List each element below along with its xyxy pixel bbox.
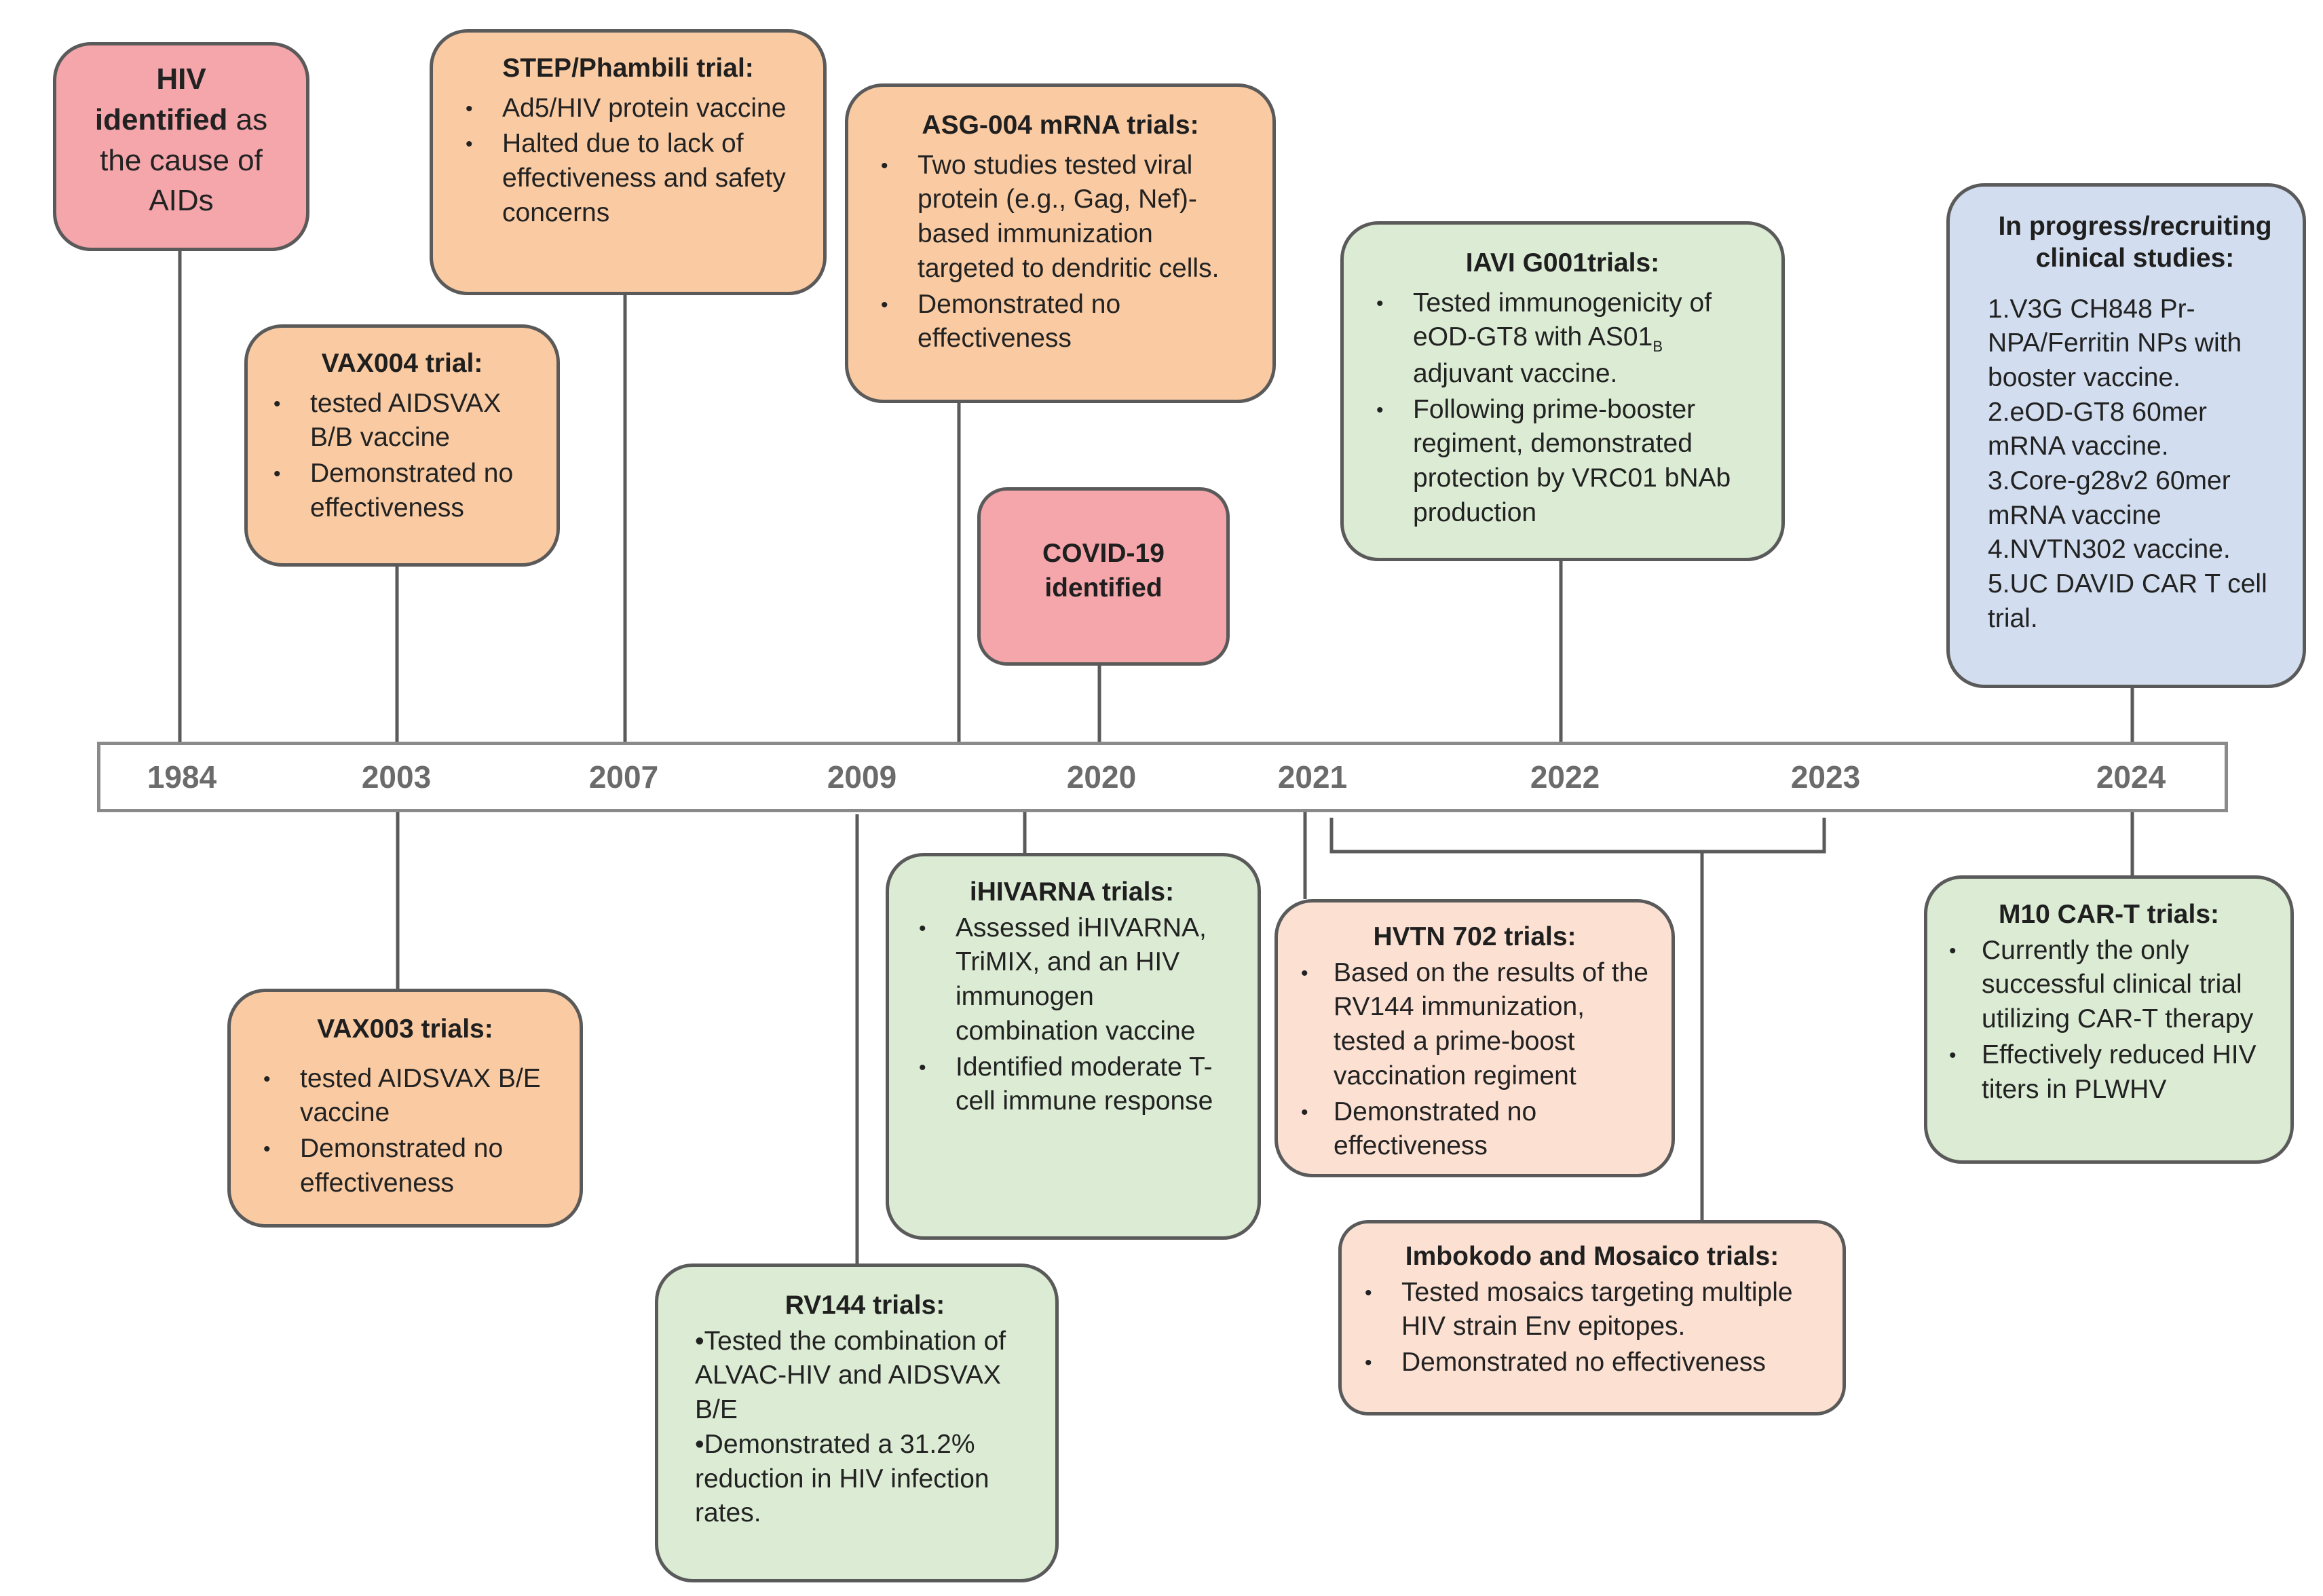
vax004-bullet-2: Demonstrated no effectiveness bbox=[264, 457, 540, 525]
asg004-bullet-1: Two studies tested viral protein (e.g., … bbox=[871, 149, 1249, 286]
asg004-bullets: Two studies tested viral protein (e.g., … bbox=[871, 149, 1249, 356]
hiv-identified-line2-rest: as bbox=[227, 102, 268, 136]
timeline-bar bbox=[97, 742, 2228, 812]
year-2009: 2009 bbox=[827, 759, 897, 795]
iavi-g001-bullet-1: Tested immunogenicity of eOD-GT8 with AS… bbox=[1367, 286, 1758, 392]
hiv-identified-line2-bold: identified bbox=[94, 102, 228, 136]
m10-car-t-bullet-2: Effectively reduced HIV titers in PLWHV bbox=[1940, 1038, 2278, 1107]
covid-line2: identified bbox=[1044, 573, 1163, 603]
ihivarna-bullet-1: Assessed iHIVARNA, TriMIX, and an HIV im… bbox=[909, 911, 1234, 1049]
rv144-box: RV144 trials: •Tested the combination of… bbox=[655, 1264, 1059, 1582]
asg004-title: ASG-004 mRNA trials: bbox=[922, 111, 1199, 140]
in-progress-item-5: 5.UC DAVID CAR T cell trial. bbox=[1988, 569, 2267, 633]
hvtn702-bullet-2: Demonstrated no effectiveness bbox=[1291, 1095, 1658, 1164]
imbokodo-mosaico-bullets: Tested mosaics targeting multiple HIV st… bbox=[1355, 1276, 1829, 1380]
ihivarna-bullet-2: Identified moderate T-cell immune respon… bbox=[909, 1050, 1234, 1119]
m10-car-t-title: M10 CAR-T trials: bbox=[1998, 900, 2220, 929]
asg004-box: ASG-004 mRNA trials: Two studies tested … bbox=[845, 83, 1276, 403]
hiv-identified-line3: the cause of bbox=[100, 143, 263, 177]
step-phambili-box: STEP/Phambili trial: Ad5/HIV protein vac… bbox=[430, 29, 827, 295]
iavi-g001-bullets: Tested immunogenicity of eOD-GT8 with AS… bbox=[1367, 286, 1758, 531]
imbokodo-mosaico-box: Imbokodo and Mosaico trials: Tested mosa… bbox=[1338, 1220, 1846, 1416]
ihivarna-bullets: Assessed iHIVARNA, TriMIX, and an HIV im… bbox=[909, 911, 1234, 1119]
vax003-bullet-1: tested AIDSVAX B/E vaccine bbox=[254, 1062, 556, 1130]
iavi-g001-bullet-1-sub: B bbox=[1652, 338, 1663, 356]
hiv-identified-line4: AIDs bbox=[149, 184, 214, 218]
step-phambili-bullet-2: Halted due to lack of effectiveness and … bbox=[456, 127, 800, 230]
asg004-bullet-2: Demonstrated no effectiveness bbox=[871, 288, 1249, 356]
year-2020: 2020 bbox=[1066, 759, 1137, 795]
in-progress-title: In progress/recruiting clinical studies: bbox=[1998, 212, 2272, 273]
hvtn702-title: HVTN 702 trials: bbox=[1373, 922, 1576, 951]
year-2021: 2021 bbox=[1277, 759, 1348, 795]
vax004-title: VAX004 trial: bbox=[321, 349, 483, 378]
covid-line1: COVID-19 bbox=[1042, 539, 1165, 568]
hiv-identified-box: HIV identified as the cause of AIDs bbox=[53, 42, 309, 251]
iavi-g001-bullet-1-text: Tested immunogenicity of eOD-GT8 with AS… bbox=[1413, 288, 1712, 352]
year-2024: 2024 bbox=[2096, 759, 2166, 795]
in-progress-item-1: 1.V3G CH848 Pr-NPA/Ferritin NPs with boo… bbox=[1988, 294, 2242, 392]
vax004-box: VAX004 trial: tested AIDSVAX B/B vaccine… bbox=[244, 324, 560, 567]
iavi-g001-bullet-2: Following prime-booster regiment, demons… bbox=[1367, 393, 1758, 531]
vax003-box: VAX003 trials: tested AIDSVAX B/E vaccin… bbox=[227, 989, 583, 1228]
iavi-g001-title: IAVI G001trials: bbox=[1465, 248, 1660, 278]
ihivarna-title: iHIVARNA trials: bbox=[969, 877, 1175, 907]
year-2022: 2022 bbox=[1530, 759, 1600, 795]
rv144-line-2: •Demonstrated a 31.2% reduction in HIV i… bbox=[695, 1429, 989, 1528]
vax003-bullets: tested AIDSVAX B/E vaccine Demonstrated … bbox=[254, 1062, 556, 1201]
rv144-title: RV144 trials: bbox=[785, 1291, 945, 1320]
iavi-g001-bullet-1-end: adjuvant vaccine. bbox=[1413, 358, 1618, 388]
in-progress-item-2: 2.eOD-GT8 60mer mRNA vaccine. bbox=[1988, 397, 2207, 461]
hiv-identified-line1: HIV bbox=[156, 62, 206, 96]
vax003-title: VAX003 trials: bbox=[317, 1014, 493, 1044]
year-1984: 1984 bbox=[147, 759, 217, 795]
step-phambili-bullet-1: Ad5/HIV protein vaccine bbox=[456, 92, 800, 126]
imbokodo-mosaico-bullet-1: Tested mosaics targeting multiple HIV st… bbox=[1355, 1276, 1829, 1344]
vax004-bullets: tested AIDSVAX B/B vaccine Demonstrated … bbox=[264, 387, 540, 526]
vax004-bullet-1: tested AIDSVAX B/B vaccine bbox=[264, 387, 540, 455]
m10-car-t-box: M10 CAR-T trials: Currently the only suc… bbox=[1924, 875, 2294, 1164]
hiv-identified-text: HIV identified as the cause of AIDs bbox=[67, 59, 295, 221]
imbokodo-mosaico-title: Imbokodo and Mosaico trials: bbox=[1405, 1242, 1779, 1271]
ihivarna-box: iHIVARNA trials: Assessed iHIVARNA, TriM… bbox=[886, 853, 1261, 1240]
year-2023: 2023 bbox=[1790, 759, 1861, 795]
in-progress-item-3: 3.Core-g28v2 60mer mRNA vaccine bbox=[1988, 466, 2231, 530]
iavi-g001-box: IAVI G001trials: Tested immunogenicity o… bbox=[1340, 221, 1785, 561]
year-2003: 2003 bbox=[361, 759, 432, 795]
bracket-2021-2023 bbox=[1329, 818, 1826, 854]
covid-identified-box: COVID-19 identified bbox=[977, 487, 1230, 666]
m10-car-t-bullets: Currently the only successful clinical t… bbox=[1940, 934, 2278, 1107]
imbokodo-mosaico-bullet-2: Demonstrated no effectiveness bbox=[1355, 1346, 1829, 1380]
year-2007: 2007 bbox=[588, 759, 659, 795]
vax003-bullet-2: Demonstrated no effectiveness bbox=[254, 1132, 556, 1200]
step-phambili-title: STEP/Phambili trial: bbox=[502, 54, 754, 83]
step-phambili-bullets: Ad5/HIV protein vaccine Halted due to la… bbox=[456, 92, 800, 231]
hvtn702-bullet-1: Based on the results of the RV144 immuni… bbox=[1291, 956, 1658, 1094]
in-progress-item-4: 4.NVTN302 vaccine. bbox=[1988, 535, 2231, 565]
m10-car-t-bullet-1: Currently the only successful clinical t… bbox=[1940, 934, 2278, 1037]
in-progress-box: In progress/recruiting clinical studies:… bbox=[1946, 183, 2306, 688]
rv144-line-1: •Tested the combination of ALVAC-HIV and… bbox=[695, 1326, 1006, 1425]
hvtn702-box: HVTN 702 trials: Based on the results of… bbox=[1274, 899, 1675, 1177]
hvtn702-bullets: Based on the results of the RV144 immuni… bbox=[1291, 956, 1658, 1164]
